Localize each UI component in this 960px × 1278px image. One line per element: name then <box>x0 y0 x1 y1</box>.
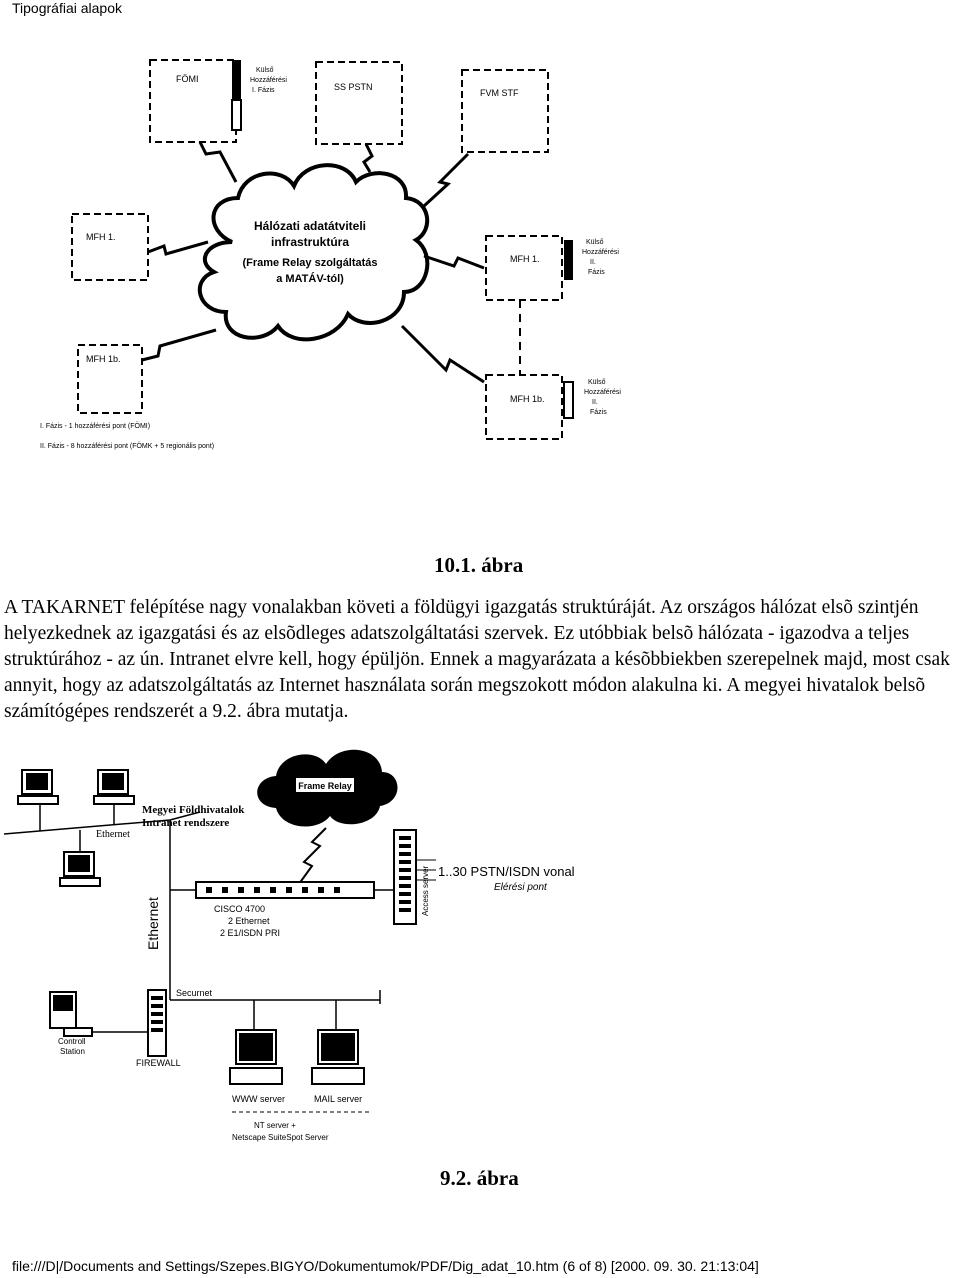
box-label-mfh1b-left: MFH 1b. <box>86 354 121 364</box>
box-fvm-stf <box>461 69 549 153</box>
annot-top-2: Hozzáférési <box>250 77 287 84</box>
annot-bot-3: II. <box>592 399 598 406</box>
workstation-3 <box>59 851 101 887</box>
access-server-label: Access server <box>421 865 430 916</box>
control-station-line-1: Controll <box>58 1037 86 1046</box>
figure-caption-9-2: 9.2. ábra <box>440 1166 519 1190</box>
frame-relay-label: Frame Relay <box>298 781 352 791</box>
annot-mid-3: II. <box>590 259 596 266</box>
box-label-ss-pstn: SS PSTN <box>334 82 373 92</box>
www-server-label: WWW server <box>232 1094 285 1104</box>
intranet-system-diagram: Frame Relay Ethernet Megyei Földhivatalo… <box>0 738 620 1158</box>
annot-bot-4: Fázis <box>590 409 607 416</box>
workstation-1 <box>17 769 59 805</box>
annot-mid-1: Külső <box>586 239 604 246</box>
ethernet-top-label: Ethernet <box>96 829 130 840</box>
nt-server-line-2: Netscape SuiteSpot Server <box>232 1133 329 1142</box>
annot-top-3: I. Fázis <box>252 87 275 94</box>
router-line-2: 2 Ethernet <box>228 916 270 926</box>
box-label-mfh1: MFH 1. <box>510 254 540 264</box>
nt-server-line-1: NT server + <box>254 1121 296 1130</box>
takarnet-network-diagram: FÖMI SS PSTN FVM STF MFH 1. MFH 1. MFH 1… <box>0 30 700 470</box>
control-station-line-2: Station <box>60 1047 85 1056</box>
mail-server <box>311 1029 365 1085</box>
access-point-label: Elérési pont <box>494 882 548 893</box>
page-footer-path: file:///D|/Documents and Settings/Szepes… <box>12 1258 759 1274</box>
box-mfh1 <box>485 235 563 301</box>
cloud-line-1: Hálózati adatátviteli <box>254 219 366 233</box>
cloud-shape <box>197 163 430 342</box>
page-header-title: Tipográfiai alapok <box>12 0 122 16</box>
box-ss-pstn <box>315 61 403 145</box>
box-label-mfh1b: MFH 1b. <box>510 394 545 404</box>
pstn-line-label: 1..30 PSTN/ISDN vonal <box>438 864 575 879</box>
box-mfh1b <box>485 374 563 440</box>
firewall-label: FIREWALL <box>136 1058 181 1068</box>
securnet-label: Securnet <box>176 988 213 998</box>
cloud-line-4: a MATÁV-tól) <box>276 272 344 285</box>
figure2-title-line-1: Megyei Földhivatalok <box>142 804 245 816</box>
cloud-line-3: (Frame Relay szolgáltatás <box>242 257 377 269</box>
annot-bot-2: Hozzáférési <box>584 389 621 396</box>
workstation-2 <box>93 769 135 805</box>
mail-server-label: MAIL server <box>314 1094 362 1104</box>
box-fomi <box>149 59 237 143</box>
figure-caption-10-1: 10.1. ábra <box>434 553 524 577</box>
box-label-fvm-stf: FVM STF <box>480 88 519 98</box>
www-server <box>229 1029 283 1085</box>
box-mfh1-left <box>71 213 149 281</box>
legend-line-2: II. Fázis - 8 hozzáférési pont (FÖMK + 5… <box>40 442 214 450</box>
router-line-1: CISCO 4700 <box>214 904 265 914</box>
body-paragraph: A TAKARNET felépítése nagy vonalakban kö… <box>4 597 950 722</box>
control-station <box>49 991 93 1037</box>
router-line-3: 2 E1/ISDN PRI <box>220 928 280 938</box>
annot-mid-4: Fázis <box>588 269 605 276</box>
ethernet-vertical-label: Ethernet <box>145 897 161 950</box>
box-label-fomi: FÖMI <box>176 74 199 84</box>
figure2-title-line-2: Intranet rendszere <box>142 817 229 829</box>
annot-top-1: Külső <box>256 67 274 74</box>
box-label-mfh1-left: MFH 1. <box>86 232 116 242</box>
legend-line-1: I. Fázis - 1 hozzáférési pont (FÖMI) <box>40 422 150 430</box>
cloud-line-2: infrastruktúra <box>271 235 349 249</box>
annot-mid-2: Hozzáférési <box>582 249 619 256</box>
annot-bot-1: Külső <box>588 379 606 386</box>
